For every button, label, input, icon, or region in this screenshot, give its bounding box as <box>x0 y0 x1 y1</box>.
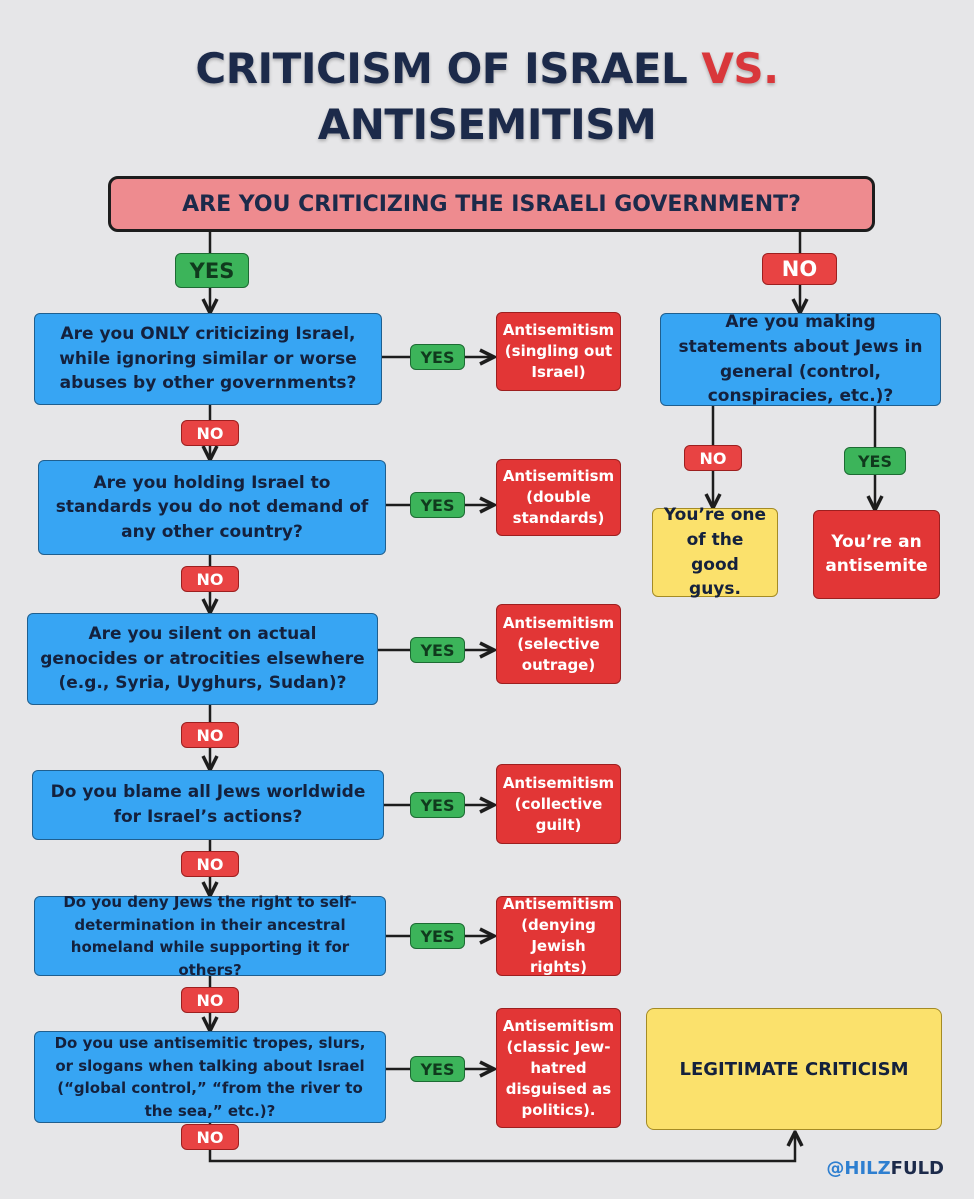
root-question: ARE YOU CRITICIZING THE ISRAELI GOVERNME… <box>108 176 875 232</box>
result-5: Antisemitism (denying Jewish rights) <box>496 895 621 976</box>
question-2: Are you holding Israel to standards you … <box>38 460 386 555</box>
yes-pill-6: YES <box>410 1056 465 1082</box>
branch-yes-pill: YES <box>175 253 249 288</box>
legitimate-criticism-result: LEGITIMATE CRITICISM <box>646 1008 942 1130</box>
no-pill-5: NO <box>181 987 239 1013</box>
handle-part1: @HILZ <box>826 1158 891 1179</box>
yes-pill-2: YES <box>410 492 465 518</box>
result-1: Antisemitism (singling out Israel) <box>496 312 621 391</box>
yes-pill-1: YES <box>410 344 465 370</box>
no-pill-2: NO <box>181 566 239 592</box>
good-guys-result: You’re one of the good guys. <box>652 505 778 599</box>
branch-no-pill: NO <box>762 253 837 285</box>
yes-pill-5: YES <box>410 923 465 949</box>
page-title-line2: ANTISEMITISM <box>317 100 657 149</box>
no-pill-6: NO <box>181 1124 239 1150</box>
title-main: CRITICISM OF ISRAEL <box>195 44 688 93</box>
arrow <box>208 1132 795 1163</box>
antisemite-result: You’re an antisemite <box>813 510 940 599</box>
right-question: Are you making statements about Jews in … <box>660 312 941 406</box>
result-6: Antisemitism (classic Jew-hatred disguis… <box>496 1008 621 1128</box>
no-pill-3: NO <box>181 722 239 748</box>
yes-pill-3: YES <box>410 637 465 663</box>
right-no-pill: NO <box>684 445 742 471</box>
no-pill-4: NO <box>181 851 239 877</box>
handle-part2: FULD <box>890 1158 944 1179</box>
page-title: CRITICISM OF ISRAEL VS. <box>0 44 974 93</box>
yes-pill-4: YES <box>410 792 465 818</box>
question-5: Do you deny Jews the right to self-deter… <box>34 893 386 979</box>
title-accent: VS. <box>701 44 779 93</box>
question-6: Do you use antisemitic tropes, slurs, or… <box>34 1031 386 1123</box>
author-handle: @HILZFULD <box>826 1158 944 1179</box>
result-4: Antisemitism (collective guilt) <box>496 764 621 844</box>
result-2: Antisemitism (double standards) <box>496 459 621 536</box>
right-yes-pill: YES <box>844 447 906 475</box>
question-1: Are you ONLY criticizing Israel, while i… <box>34 313 382 405</box>
question-3: Are you silent on actual genocides or at… <box>27 613 378 705</box>
no-pill-1: NO <box>181 420 239 446</box>
result-3: Antisemitism (selective outrage) <box>496 604 621 684</box>
question-4: Do you blame all Jews worldwide for Isra… <box>32 770 384 840</box>
